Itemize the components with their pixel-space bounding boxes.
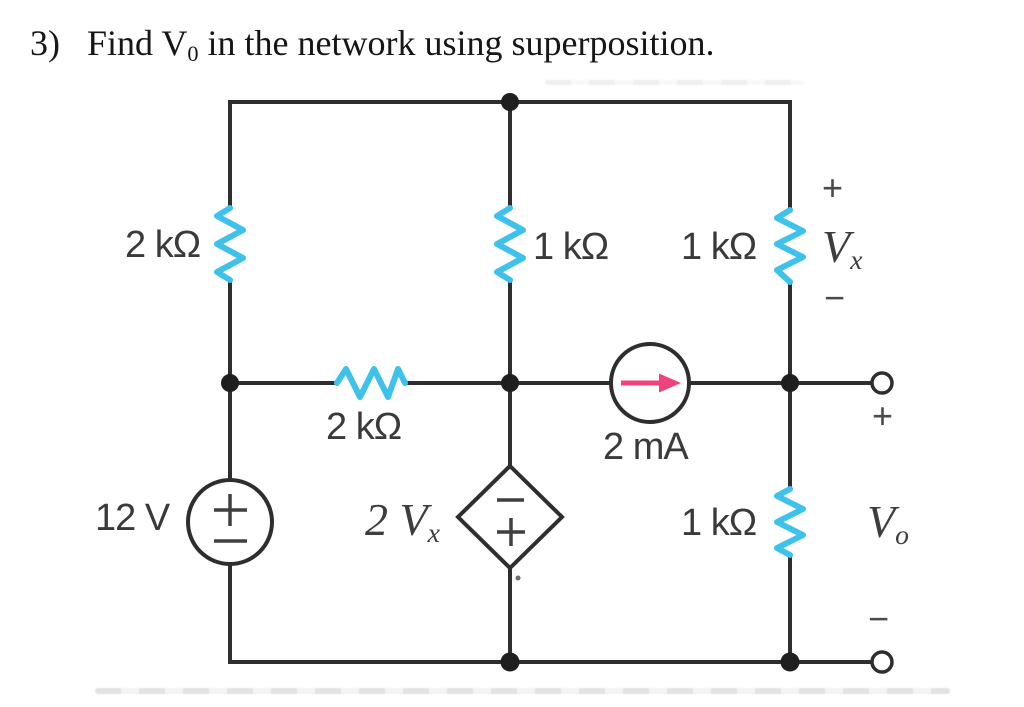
- junction-dot: [501, 93, 519, 111]
- dependent-sub: x: [427, 516, 440, 548]
- resistor-top-middle-symbol: [494, 205, 526, 283]
- ink-speck: [515, 575, 521, 581]
- label-current-source: 2 mA: [603, 426, 689, 468]
- vx-plus-sign: +: [822, 167, 844, 208]
- junction-dots: [221, 93, 800, 672]
- label-voltage-source: 12 V: [95, 497, 170, 539]
- problem-text-sub: 0: [187, 41, 199, 67]
- junction-dot: [781, 374, 799, 392]
- junction-dot: [780, 652, 800, 672]
- resistors: [214, 205, 806, 558]
- problem-title: 3) Find V0 in the network using superposi…: [30, 22, 714, 68]
- resistor-middle-symbol: [334, 366, 408, 400]
- junction-dot: [501, 374, 519, 392]
- vx-var: V: [822, 221, 851, 272]
- vo-plus-sign: +: [872, 395, 894, 436]
- dependent-coef: 2: [365, 494, 400, 545]
- label-resistor-bottom-right: 1 kΩ: [681, 502, 757, 544]
- voltage-source: [186, 478, 274, 566]
- resistor-top-left-symbol: [214, 205, 246, 283]
- current-source: [609, 342, 691, 424]
- junction-dot: [500, 652, 520, 672]
- label-dependent-source: 2 Vx: [365, 494, 440, 548]
- dependent-source: [455, 463, 565, 581]
- problem-text-post: in the network using superposition.: [198, 23, 715, 63]
- label-resistor-top-right: 1 kΩ: [681, 226, 757, 268]
- wires: [228, 100, 874, 664]
- terminal-top-icon: [870, 371, 894, 395]
- resistor-bottom-right-symbol: [774, 486, 806, 558]
- label-vo: Vo: [867, 496, 909, 550]
- voltage-source-polarity: [214, 494, 247, 543]
- vo-sub: o: [895, 518, 909, 550]
- vx-sub: x: [850, 243, 863, 275]
- resistor-top-right-symbol: [774, 207, 806, 285]
- junction-dot: [221, 374, 239, 392]
- problem-text-pre: Find V: [87, 23, 188, 63]
- label-resistor-top-middle: 1 kΩ: [533, 226, 609, 268]
- vo-minus-sign: −: [868, 598, 890, 639]
- dependent-var: V: [399, 494, 428, 545]
- scan-artifact: [95, 688, 950, 694]
- vo-var: V: [867, 496, 896, 547]
- terminals: [870, 371, 894, 674]
- label-resistor-top-left: 2 kΩ: [125, 224, 201, 266]
- label-resistor-middle: 2 kΩ: [326, 406, 402, 448]
- current-arrow-head-icon: [659, 373, 681, 393]
- problem-number: 3): [30, 23, 60, 63]
- terminal-bottom-icon: [870, 650, 894, 674]
- dependent-source-diamond: [455, 463, 565, 571]
- dependent-source-polarity: [497, 498, 525, 546]
- label-vx: Vx: [822, 221, 863, 275]
- scan-artifact: [545, 80, 805, 85]
- vx-minus-sign: −: [824, 277, 846, 318]
